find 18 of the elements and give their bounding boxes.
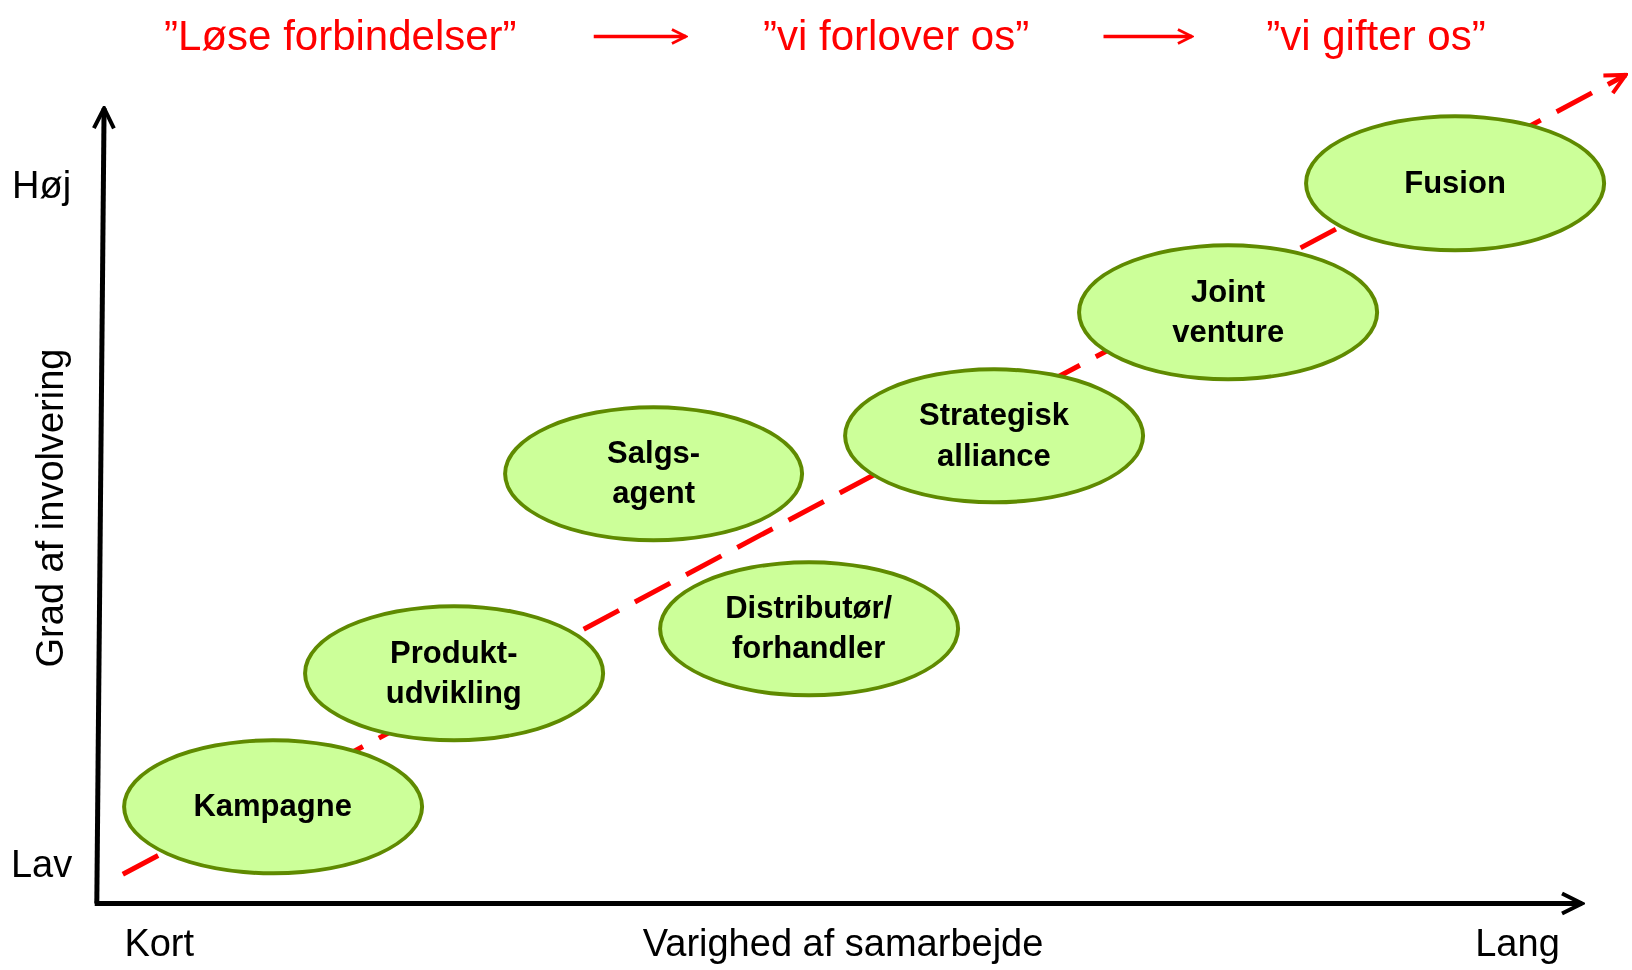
phase-label: ”Løse forbindelser”	[164, 12, 517, 61]
phase-label: ”vi gifter os”	[1266, 12, 1486, 61]
arrow	[1103, 28, 1194, 45]
duration-label: Kort	[124, 921, 195, 965]
level-label: Høj	[12, 163, 72, 207]
stage-label: Fusion	[1403, 164, 1507, 202]
axis-title: Varighed af samarbejde	[642, 921, 1044, 965]
axis-title: Grad af involvering	[28, 348, 72, 668]
phase-label: ”vi forlover os”	[763, 12, 1030, 61]
duration-label: Lang	[1475, 921, 1560, 965]
stage-label: Distributør/ forhandler	[724, 589, 894, 668]
stage-label: Kampagne	[192, 787, 353, 826]
level-label: Lav	[11, 842, 73, 886]
stage-label: Joint venture	[1171, 272, 1286, 352]
stage-label: Strategisk alliance	[918, 396, 1070, 476]
arrow	[593, 28, 688, 45]
stage-label: Produkt- udvikling	[384, 634, 523, 713]
stage-label: Salgs- agent	[606, 434, 702, 513]
